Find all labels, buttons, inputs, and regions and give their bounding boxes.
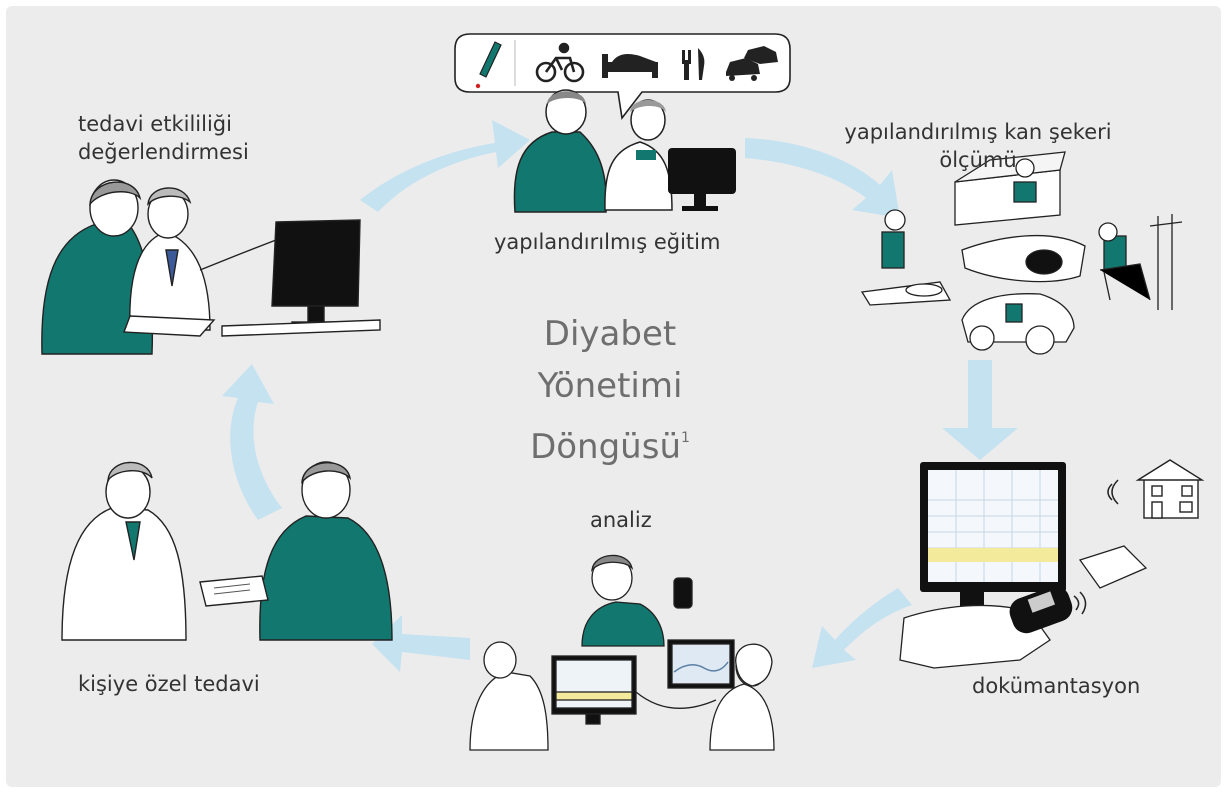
stage-label-measurement-line1: yapılandırılmış kan şekeri	[844, 120, 1112, 144]
diagram-title: Diyabet Yönetimi Döngüsü1	[470, 308, 750, 473]
bed-icon	[602, 54, 658, 78]
monitor-icon	[271, 219, 361, 331]
arrow-treatment-to-evaluation	[222, 364, 282, 520]
treatment-illustration	[61, 461, 393, 641]
arrow-education-to-measurement	[745, 138, 900, 218]
documentation-illustration	[899, 459, 1205, 669]
title-line-3-text: Döngüsü	[530, 427, 681, 467]
stage-label-evaluation-line1: tedavi etkililiği	[78, 112, 232, 136]
evaluation-illustration	[41, 179, 381, 355]
title-line-1: Diyabet	[543, 314, 677, 354]
fork-knife-icon	[682, 48, 705, 80]
stage-label-measurement: yapılandırılmış kan şekeri ölçümü	[833, 118, 1123, 174]
stage-label-documentation: dokümantasyon	[972, 674, 1141, 698]
stage-label-education: yapılandırılmış eğitim	[494, 230, 721, 254]
title-line-2: Yönetimi	[537, 366, 683, 406]
stage-label-treatment: kişiye özel tedavi	[78, 672, 260, 696]
glucose-meter-icon	[1009, 586, 1073, 634]
stage-label-evaluation-line2: değerlendirmesi	[78, 140, 249, 164]
wireless-signal-icon	[1073, 479, 1119, 615]
education-illustration	[513, 89, 736, 213]
pen-lancet-icon	[475, 41, 502, 89]
title-footnote-marker: 1	[681, 430, 690, 446]
analysis-illustration	[469, 554, 775, 751]
bicycle-icon	[535, 42, 585, 83]
speech-bubble	[454, 33, 791, 120]
stage-label-analysis: analiz	[590, 508, 652, 532]
stage-label-evaluation: tedavi etkililiği değerlendirmesi	[78, 110, 249, 166]
arrow-measurement-to-documentation	[942, 360, 1018, 460]
measurement-illustration	[860, 151, 1183, 355]
arrow-documentation-to-analysis	[812, 588, 912, 668]
car-icon	[726, 46, 778, 81]
cycle-arrows	[222, 120, 1018, 672]
house-icon	[1135, 459, 1205, 519]
arrow-evaluation-to-education	[360, 120, 530, 212]
stage-label-measurement-line2: ölçümü	[939, 148, 1017, 172]
title-line-3: Döngüsü1	[470, 412, 750, 473]
arrow-analysis-to-treatment	[372, 615, 470, 672]
monitor-icon	[668, 148, 736, 211]
